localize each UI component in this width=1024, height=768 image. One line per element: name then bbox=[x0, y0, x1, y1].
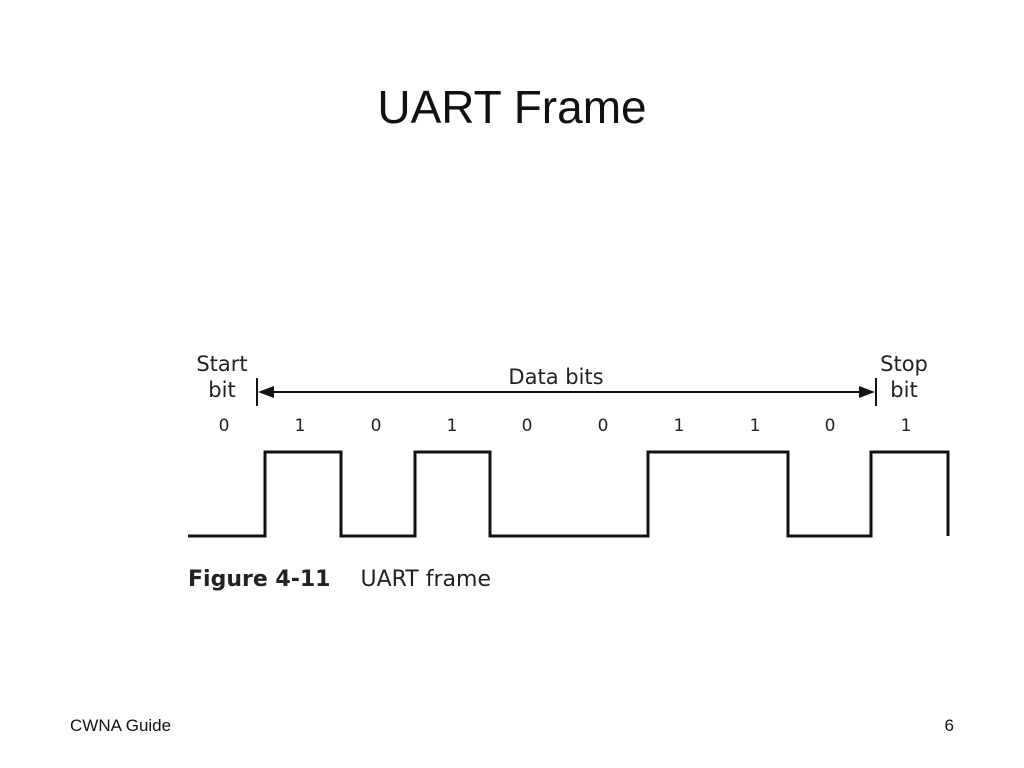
stop-bit-label-line2: bit bbox=[890, 378, 917, 402]
arrow-right-head bbox=[859, 386, 875, 398]
figure-caption-number: Figure 4-11 bbox=[188, 567, 330, 592]
bit-value: 0 bbox=[371, 416, 382, 436]
bit-value: 0 bbox=[522, 416, 533, 436]
start-bit-label-line1: Start bbox=[196, 352, 247, 376]
uart-waveform bbox=[188, 450, 950, 538]
bit-value: 1 bbox=[901, 416, 912, 436]
bit-value: 1 bbox=[674, 416, 685, 436]
footer-left-text: CWNA Guide bbox=[70, 716, 172, 735]
figure-caption: Figure 4-11 UART frame bbox=[188, 567, 491, 592]
bit-value: 1 bbox=[447, 416, 458, 436]
figure-caption-text: UART frame bbox=[360, 567, 491, 592]
start-bit-label-line2: bit bbox=[208, 378, 235, 402]
data-bits-span-arrow bbox=[256, 378, 877, 406]
footer-page-number: 6 bbox=[944, 716, 954, 735]
data-bits-label: Data bits bbox=[508, 365, 603, 389]
bit-value: 0 bbox=[825, 416, 836, 436]
bit-values: 0 1 0 1 0 0 1 1 0 1 bbox=[219, 416, 912, 436]
bit-value: 0 bbox=[219, 416, 230, 436]
arrow-left-head bbox=[258, 386, 274, 398]
slide-title: UART Frame bbox=[377, 81, 647, 133]
bit-value: 1 bbox=[295, 416, 306, 436]
bit-value: 1 bbox=[750, 416, 761, 436]
stop-bit-label-line1: Stop bbox=[880, 352, 928, 376]
bit-value: 0 bbox=[598, 416, 609, 436]
